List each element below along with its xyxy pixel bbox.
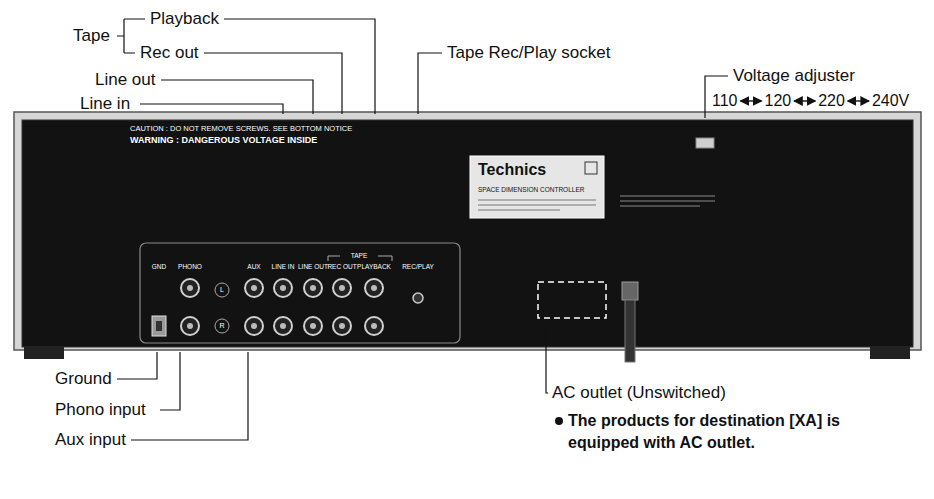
callout-label: 240V <box>872 92 909 110</box>
voltage-arrows <box>741 101 869 102</box>
rca-jacks <box>181 279 383 335</box>
nameplate-fine-print <box>478 200 596 210</box>
callout-label: 110 <box>712 92 738 110</box>
rca-jacks <box>333 317 351 335</box>
panel-marking: L <box>220 286 224 294</box>
callout-label: Aux input <box>55 430 126 450</box>
jack-pins <box>310 323 316 329</box>
panel-marking: R <box>219 322 224 330</box>
callout-label: Playback <box>150 9 219 29</box>
jack-pins <box>251 323 257 329</box>
voltage-selector <box>696 138 714 148</box>
callout-label: The products for destination [XA] is equ… <box>568 410 888 454</box>
callout-label: Rec out <box>140 43 199 63</box>
ground-terminal <box>156 321 162 331</box>
rca-jacks <box>304 317 322 335</box>
callout-label: Tape Rec/Play socket <box>447 43 610 63</box>
jack-panel <box>140 243 460 343</box>
leader-lines <box>140 104 283 114</box>
leader-lines <box>546 322 548 393</box>
nameplate <box>470 156 604 218</box>
leader-lines <box>117 352 157 379</box>
jack-pins <box>280 323 286 329</box>
panel-marking: WARNING : DANGEROUS VOLTAGE INSIDE <box>130 135 317 145</box>
rca-jacks <box>245 317 263 335</box>
callout-label: 120 <box>765 92 792 110</box>
rca-jacks <box>365 317 383 335</box>
jack-pins <box>371 285 377 291</box>
callout-label: AC outlet (Unswitched) <box>552 383 726 403</box>
channel-marker <box>215 319 229 333</box>
callout-label: Line out <box>95 70 156 90</box>
panel-marking: LINE OUT <box>298 263 328 270</box>
panel-marking: AUX <box>247 263 260 270</box>
panel-marking: CAUTION : DO NOT REMOVE SCREWS. SEE BOTT… <box>130 125 352 134</box>
foot <box>870 347 910 359</box>
callout-label: Ground <box>55 369 112 389</box>
callout-label: Line in <box>80 94 130 114</box>
jack-pins <box>371 323 377 329</box>
panel-marking: PHONO <box>178 263 202 270</box>
fine-print <box>620 206 700 207</box>
callout-label: 220 <box>818 92 845 110</box>
jack-pins <box>280 285 286 291</box>
leader-lines <box>204 53 342 114</box>
panel-marking: Technics <box>478 161 546 179</box>
rca-jacks <box>333 279 351 297</box>
cord-bushing <box>622 282 638 300</box>
rca-jacks <box>274 279 292 297</box>
panel-marking: REC OUT <box>327 263 356 270</box>
panel-marking: PLAYBACK <box>357 263 391 270</box>
rca-jacks <box>245 279 263 297</box>
jack-pins <box>187 323 193 329</box>
nameplate-fine-print <box>478 205 596 206</box>
callout-label: Phono input <box>55 400 146 420</box>
bullet <box>555 417 563 425</box>
rca-jacks <box>304 279 322 297</box>
ground-terminal <box>152 316 166 336</box>
fine-print <box>620 196 715 197</box>
foot <box>24 347 64 359</box>
din-socket <box>413 293 423 303</box>
callout-label: Tape <box>73 26 110 46</box>
leader-lines <box>117 19 728 440</box>
panel-marking: REC/PLAY <box>402 263 434 270</box>
panel-marking: LINE IN <box>272 263 295 270</box>
rca-jacks <box>274 317 292 335</box>
nameplate-fine-print <box>478 210 560 211</box>
rca-jacks <box>181 317 199 335</box>
double-arrow <box>741 100 762 101</box>
panel-marking: SPACE DIMENSION CONTROLLER <box>478 186 584 193</box>
panel-marking: GND <box>152 263 166 270</box>
double-arrow <box>794 100 815 101</box>
callout-label: Voltage adjuster <box>733 66 855 86</box>
rear-panel <box>22 120 913 347</box>
jack-pins <box>310 285 316 291</box>
leader-lines <box>131 352 248 440</box>
double-arrow <box>848 100 869 101</box>
jack-pins <box>339 323 345 329</box>
leader-lines <box>161 80 313 114</box>
channel-marker <box>215 283 229 297</box>
jack-pins <box>339 285 345 291</box>
fine-print <box>620 201 715 202</box>
leader-lines <box>160 352 180 410</box>
jack-pins <box>251 285 257 291</box>
nameplate-fine-print <box>478 200 596 201</box>
leader-lines <box>224 19 375 114</box>
power-cord <box>625 300 635 362</box>
ac-outlet <box>538 282 606 318</box>
jack-pins <box>187 285 193 291</box>
panel-marking: TAPE <box>351 252 368 259</box>
fine-print <box>620 196 715 206</box>
nameplate-mark <box>585 162 597 174</box>
leader-lines <box>418 53 442 114</box>
rca-jacks <box>181 279 199 297</box>
rca-jacks <box>365 279 383 297</box>
chassis-frame <box>14 112 921 350</box>
